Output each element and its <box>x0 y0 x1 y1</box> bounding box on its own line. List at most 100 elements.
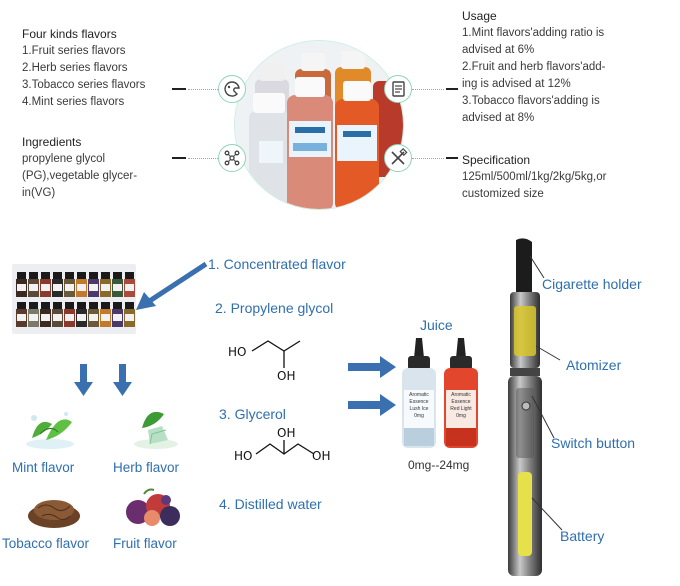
ingredients-block: Ingredients propylene glycol (PG),vegeta… <box>22 134 162 202</box>
arrow-right-upper <box>348 356 396 378</box>
bottle-cap <box>77 272 86 279</box>
propylene-glycol-structure <box>251 340 301 368</box>
glycerol-structure <box>255 440 315 455</box>
bottles-illustration <box>235 41 403 209</box>
bottle-label <box>113 284 122 291</box>
bottle-cap <box>65 302 74 309</box>
mint-flavor-label: Mint flavor <box>12 460 75 475</box>
bottle-label <box>77 314 86 321</box>
ecigarette-illustration <box>508 238 542 576</box>
glycerol-oh-right: OH <box>312 449 331 463</box>
usage-title: Usage <box>462 9 497 23</box>
specification-line: 125ml/500ml/1kg/2kg/5kg,or <box>462 171 607 183</box>
arrow-right-lower <box>348 394 396 416</box>
bottle-cap <box>89 272 98 279</box>
bottle-label <box>41 314 50 321</box>
ingredients-line: (PG),vegetable glycer- <box>22 170 138 182</box>
bottle-cap <box>53 302 62 309</box>
concentrate-bottles-illustration <box>16 272 135 327</box>
flavors-block: Four kinds flavors 1.Fruit series flavor… <box>22 26 197 111</box>
connector-line <box>188 158 218 159</box>
cigarette-holder-label: Cigarette holder <box>542 276 642 292</box>
usage-line: advised at 8% <box>462 112 535 124</box>
bottle2-flavor: Red Light <box>450 406 472 412</box>
bottle-label <box>101 284 110 291</box>
specification-block: Specification 125ml/500ml/1kg/2kg/5kg,or… <box>462 152 672 203</box>
fruit-image <box>126 488 180 526</box>
connector-line <box>412 158 444 159</box>
bottle-cap <box>101 272 110 279</box>
bottle-label <box>29 284 38 291</box>
tobacco-image <box>28 500 80 528</box>
product-photo-circle <box>234 40 404 210</box>
flavor-item: 2.Herb series flavors <box>22 62 128 74</box>
bottle-label <box>101 314 110 321</box>
bottle-label <box>53 284 62 291</box>
fruit-flavor-label: Fruit flavor <box>113 536 177 551</box>
connector-dash <box>172 157 186 159</box>
bottle-cap <box>65 272 74 279</box>
bottle-label <box>53 314 62 321</box>
bottle-label <box>89 284 98 291</box>
bottle-cap <box>125 272 134 279</box>
document-icon <box>384 75 412 103</box>
arrow-to-concentrate <box>136 261 208 310</box>
bottle-cap <box>29 272 38 279</box>
bottle-cap <box>41 302 50 309</box>
connector-dash <box>172 88 186 90</box>
bottle1-brand: Aromatic Essence <box>409 392 429 405</box>
switch-button-label: Switch button <box>551 435 636 451</box>
flavor-item: 4.Mint series flavors <box>22 96 125 108</box>
bottle-cap <box>125 302 134 309</box>
bottle-label <box>113 314 122 321</box>
herb-image <box>134 411 178 449</box>
arrow-down-left <box>74 364 93 396</box>
ingredients-title: Ingredients <box>22 135 82 149</box>
bottle-cap <box>17 272 26 279</box>
tools-icon <box>384 144 412 172</box>
step-distilled-water: 4. Distilled water <box>219 496 322 512</box>
palette-icon <box>218 75 246 103</box>
specification-title: Specification <box>462 153 531 167</box>
mint-leaves-image <box>26 412 74 449</box>
pg-oh-label: OH <box>277 369 296 383</box>
connector-line <box>188 89 218 90</box>
ecig-pointer-lines <box>529 255 563 531</box>
usage-line: 2.Fruit and herb flavors'add- <box>462 61 606 73</box>
flavor-item: 1.Fruit series flavors <box>22 45 126 57</box>
step-glycerol: 3. Glycerol <box>219 406 286 422</box>
molecule-icon <box>218 144 246 172</box>
usage-line: 3.Tobacco flavors'adding is <box>462 95 600 107</box>
usage-block: Usage 1.Mint flavors'adding ratio is adv… <box>462 8 672 127</box>
bottle-label <box>17 314 26 321</box>
bottle-cap <box>101 302 110 309</box>
concentrate-bottles-photo <box>12 264 136 334</box>
bottle-cap <box>89 302 98 309</box>
ingredients-line: propylene glycol <box>22 153 106 165</box>
bottle-cap <box>53 272 62 279</box>
bottle-label <box>89 314 98 321</box>
flavors-title: Four kinds flavors <box>22 27 117 41</box>
bottle-cap <box>113 302 122 309</box>
juice-title: Juice <box>420 317 453 333</box>
connector-dash <box>446 157 458 159</box>
bottle1-label: Aromatic Essence Lush Ice 0mg <box>404 392 434 420</box>
usage-line: ing is advised at 12% <box>462 78 571 90</box>
flavor-item: 3.Tobacco series flavors <box>22 79 146 91</box>
step-concentrated-flavor: 1. Concentrated flavor <box>208 256 346 272</box>
arrow-down-right <box>113 364 132 396</box>
bottle-label <box>125 314 134 321</box>
specification-line: customized size <box>462 188 544 200</box>
bottle-label <box>77 284 86 291</box>
ingredients-line: in(VG) <box>22 187 56 199</box>
glycerol-oh-top: OH <box>277 426 296 440</box>
connector-line <box>412 89 444 90</box>
nicotine-range: 0mg--24mg <box>408 458 470 472</box>
bottle1-strength: 0mg <box>414 413 424 419</box>
glycerol-ho-label: HO <box>234 449 253 463</box>
bottle2-brand: Aromatic Essence <box>451 392 471 405</box>
bottle-label <box>65 284 74 291</box>
bottle-label <box>125 284 134 291</box>
bottle2-label: Aromatic Essence Red Light 0mg <box>446 392 476 420</box>
pg-ho-label: HO <box>228 345 247 359</box>
